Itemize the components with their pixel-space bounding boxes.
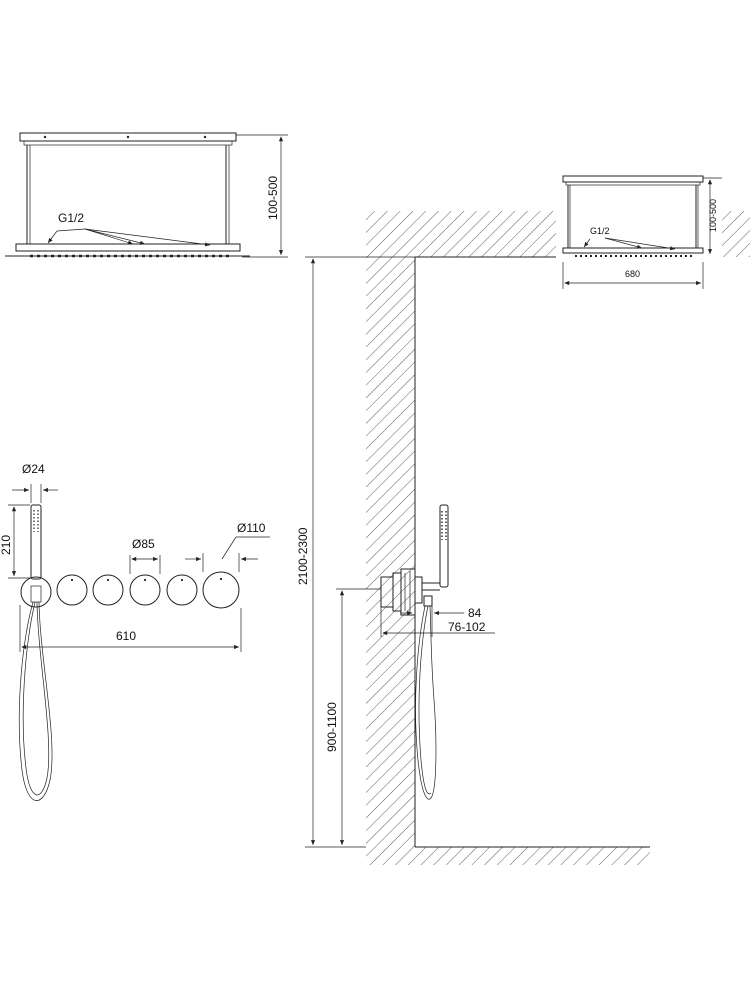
wall-hatch-right xyxy=(722,211,750,257)
hose-front xyxy=(18,601,53,801)
connection-label-right: G1/2 xyxy=(590,226,610,236)
side-view-walls xyxy=(366,211,650,865)
hand-shower-length-label: 210 xyxy=(0,535,13,555)
knob-main xyxy=(202,571,240,609)
hand-shower-diameter-label: Ø24 xyxy=(22,462,45,476)
shower-height-label: 2100-2300 xyxy=(296,527,310,585)
hose-connector xyxy=(423,595,433,607)
large-knob-diameter-label: Ø110 xyxy=(237,521,266,535)
holder-round xyxy=(20,576,52,608)
height-range-label: 100-500 xyxy=(266,176,280,220)
overhead-shower-view-right: G1/2 100-500 680 xyxy=(562,175,750,289)
wall-hatch xyxy=(366,257,415,847)
ceiling-hatch xyxy=(366,211,556,257)
front-view: Ø24 210 Ø85 Ø110 610 xyxy=(0,462,270,801)
width-label: 680 xyxy=(625,269,640,279)
small-knob-diameter-label: Ø85 xyxy=(132,537,155,551)
mixer-height-label: 900-1100 xyxy=(325,702,339,752)
total-width-label: 610 xyxy=(116,629,136,643)
connection-label: G1/2 xyxy=(58,211,84,225)
shower-head-body xyxy=(15,243,241,252)
floor-hatch xyxy=(366,847,650,865)
overhead-shower-view-left: G1/2 100-500 xyxy=(5,132,288,258)
knob-1 xyxy=(56,574,88,606)
height-range-label-right: 100-500 xyxy=(708,199,718,232)
projection-label: 84 xyxy=(468,606,482,620)
knob-4 xyxy=(166,574,198,606)
hand-shower-side xyxy=(439,504,449,588)
hose-side xyxy=(415,605,437,800)
knob-3 xyxy=(129,574,161,606)
side-view-dimensions: 2100-2300 900-1100 84 76-102 xyxy=(296,256,495,848)
hand-shower-front xyxy=(30,504,42,580)
wall-depth-label: 76-102 xyxy=(448,620,486,634)
knob-2 xyxy=(92,574,124,606)
